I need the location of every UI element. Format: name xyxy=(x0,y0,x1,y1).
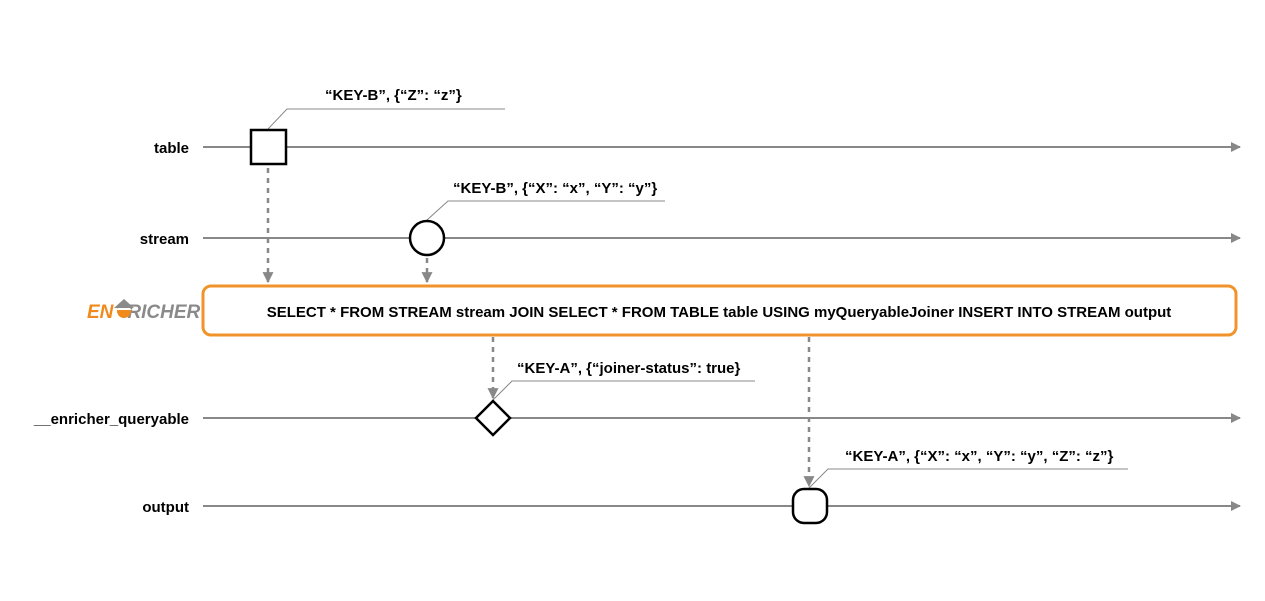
callout-line-output xyxy=(808,468,1128,489)
callout-line-queryable xyxy=(492,380,755,401)
lane-label-output: output xyxy=(142,499,189,516)
logo-emblem-icon xyxy=(114,299,134,318)
lane-label-table: table xyxy=(154,140,189,157)
logo-text-part1: EN xyxy=(87,302,115,323)
event-marker-rounded-square xyxy=(791,487,829,525)
callout-line-stream xyxy=(426,200,665,221)
event-label-stream: “KEY-B”, {“X”: “x”, “Y”: “y”} xyxy=(453,180,657,197)
query-box xyxy=(201,284,1238,337)
event-label-output: “KEY-A”, {“X”: “x”, “Y”: “y”, “Z”: “z”} xyxy=(845,448,1114,465)
lane-label-stream: stream xyxy=(140,231,189,248)
event-label-table: “KEY-B”, {“Z”: “z”} xyxy=(325,87,462,104)
callout-line-table xyxy=(267,108,505,130)
enricher-logo-text: EN RICHER xyxy=(87,302,201,323)
query-text: SELECT * FROM STREAM stream JOIN SELECT … xyxy=(267,304,1172,321)
event-marker-circle xyxy=(408,219,446,257)
enricher-logo: EN RICHER xyxy=(87,299,201,323)
event-label-queryable: “KEY-A”, {“joiner-status”: true} xyxy=(517,360,741,377)
logo-text-part2: RICHER xyxy=(127,302,200,323)
event-marker-diamond xyxy=(474,399,512,437)
event-marker-square xyxy=(249,128,288,166)
lane-label-queryable: __enricher_queryable xyxy=(33,411,189,428)
